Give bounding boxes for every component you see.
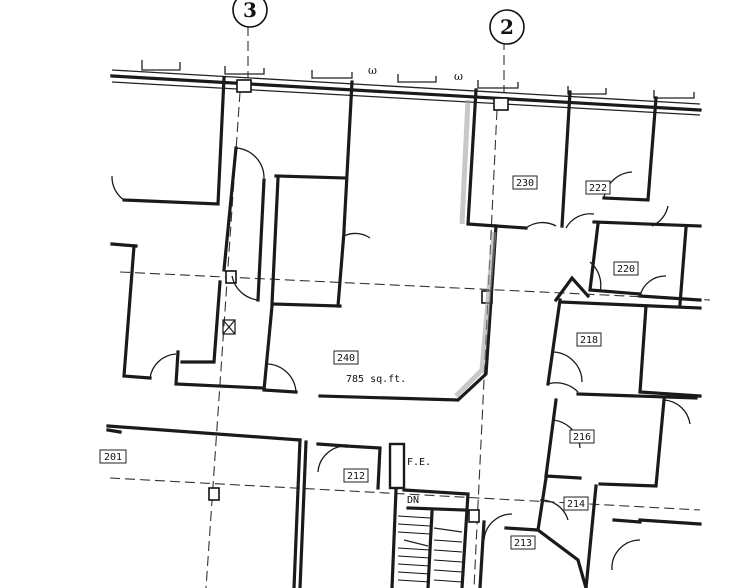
grid-bubble-2: 2: [489, 9, 525, 45]
columns: [208, 79, 509, 523]
stair-down-label: DN: [407, 495, 419, 506]
grid-bubble-3: 3: [232, 0, 268, 28]
svg-text:220: 220: [617, 264, 635, 275]
svg-text:213: 213: [514, 538, 532, 549]
room-tag-212: 212: [343, 468, 369, 483]
room-tag-216: 216: [569, 429, 595, 444]
room-tag-201: 201: [99, 449, 127, 464]
svg-text:240: 240: [337, 353, 355, 364]
fire-extinguisher-label: F.E.: [407, 457, 431, 468]
svg-text:218: 218: [580, 335, 598, 346]
window-mark: ω: [454, 70, 463, 83]
room-tag-240: 240: [333, 350, 359, 365]
window-mark: ω: [368, 64, 377, 77]
svg-text:216: 216: [573, 432, 591, 443]
svg-text:212: 212: [347, 471, 365, 482]
room-tag-230: 230: [512, 175, 538, 190]
svg-text:222: 222: [589, 183, 607, 194]
svg-text:214: 214: [567, 499, 585, 510]
svg-text:3: 3: [243, 0, 257, 22]
room-tag-220: 220: [613, 261, 639, 276]
svg-text:201: 201: [104, 452, 122, 463]
interior-walls: [106, 76, 702, 588]
room-tag-218: 218: [576, 332, 602, 347]
svg-text:2: 2: [500, 15, 514, 39]
exterior-wall: ω ω: [110, 60, 702, 116]
room-tag-222: 222: [585, 180, 611, 195]
room-tag-213: 213: [510, 535, 536, 550]
room-area-240: 785 sq.ft.: [346, 374, 406, 385]
svg-text:230: 230: [516, 178, 534, 189]
room-tag-214: 214: [563, 496, 589, 511]
stair-treads: [397, 515, 463, 583]
